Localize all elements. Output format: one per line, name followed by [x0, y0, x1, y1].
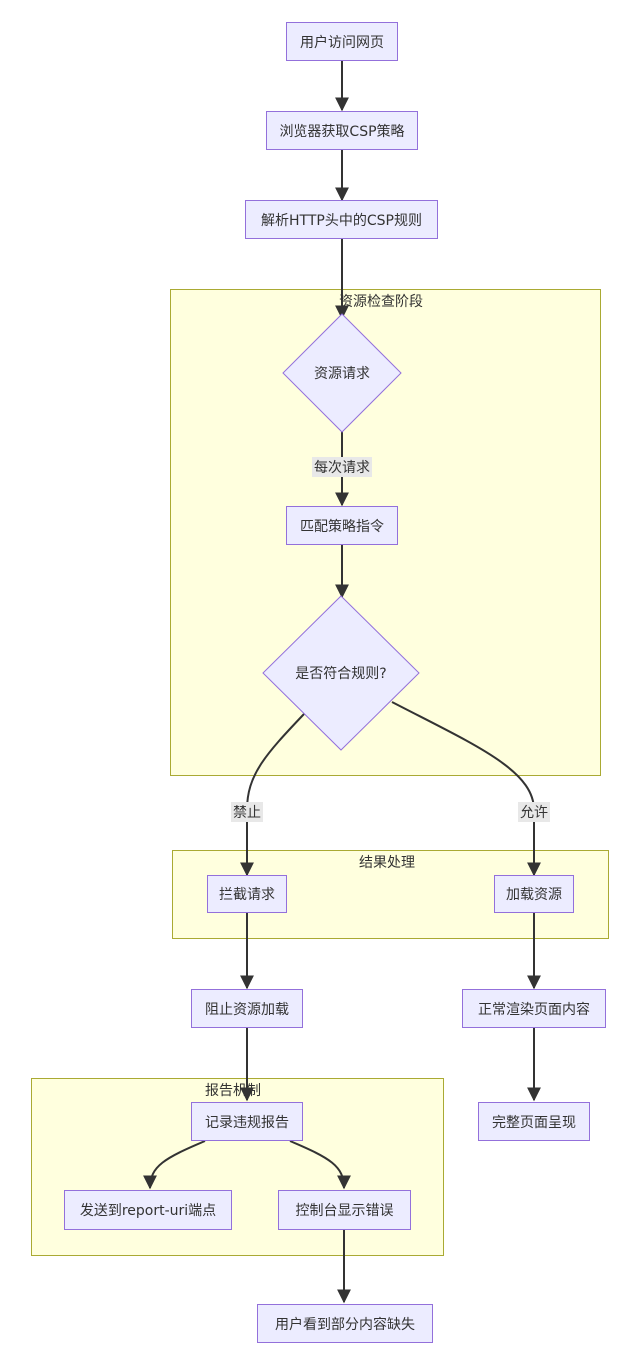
node-block-request[interactable]: 拦截请求 [207, 875, 287, 913]
cluster-result-handling-title: 结果处理 [359, 855, 415, 871]
edge-rule-load [391, 701, 541, 877]
edge-label-forbid: 禁止 [231, 802, 263, 822]
node-prevent-load[interactable]: 阻止资源加载 [191, 989, 303, 1028]
edge-log-send [143, 1140, 206, 1190]
node-fetch-csp[interactable]: 浏览器获取CSP策略 [266, 111, 418, 150]
edge-label-each-request: 每次请求 [312, 457, 372, 477]
diamond-rule-check [262, 595, 420, 751]
cluster-resource-check-title: 资源检查阶段 [339, 294, 423, 310]
node-resource-request[interactable]: 资源请求 [314, 366, 370, 382]
node-rule-check[interactable]: 是否符合规则? [295, 666, 387, 682]
node-console-error[interactable]: 控制台显示错误 [278, 1190, 411, 1230]
node-load-resource[interactable]: 加载资源 [494, 875, 574, 913]
node-render-normal[interactable]: 正常渲染页面内容 [462, 989, 606, 1028]
edge-log-console [289, 1140, 351, 1190]
edge-label-allow: 允许 [518, 802, 550, 822]
node-log-violation[interactable]: 记录违规报告 [191, 1102, 303, 1141]
node-content-missing[interactable]: 用户看到部分内容缺失 [257, 1304, 433, 1343]
node-match-directive[interactable]: 匹配策略指令 [286, 506, 398, 545]
node-page-complete[interactable]: 完整页面呈现 [478, 1102, 590, 1141]
diamond-resource-request [282, 313, 402, 433]
node-send-report[interactable]: 发送到report-uri端点 [64, 1190, 232, 1230]
node-visit[interactable]: 用户访问网页 [286, 22, 398, 61]
node-parse-header[interactable]: 解析HTTP头中的CSP规则 [245, 200, 438, 239]
edge-rule-block [240, 713, 305, 877]
